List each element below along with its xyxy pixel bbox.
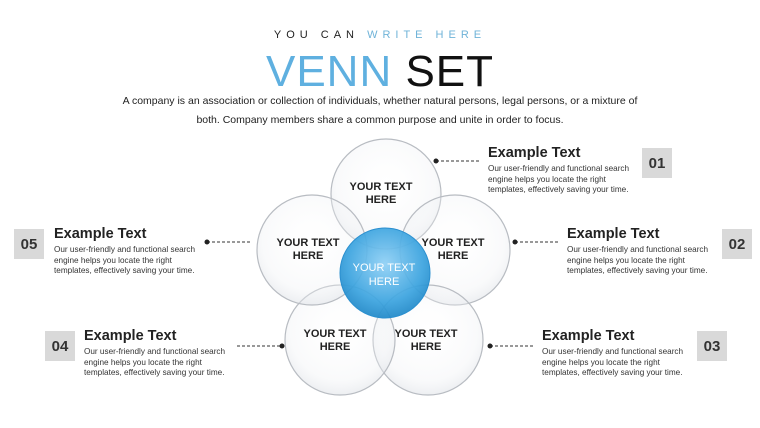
connector-lines [207, 160, 560, 347]
item-04: Example Text Our user-friendly and funct… [84, 328, 234, 379]
item-02-badge: 02 [722, 229, 752, 259]
venn-circle-1-label-line-2: HERE [366, 194, 397, 206]
venn-circle-3-label-line-2: HERE [411, 341, 442, 353]
title-part-2: SET [405, 47, 495, 96]
venn-circle-2-label-line-1: YOUR TEXT [422, 237, 485, 249]
venn-circle-5-label-line-1: YOUR TEXT [277, 237, 340, 249]
venn-circle-3-label-line-1: YOUR TEXT [395, 328, 458, 340]
connector-dot-02 [512, 239, 518, 245]
connector-dot-05 [204, 239, 210, 245]
item-05: Example Text Our user-friendly and funct… [54, 226, 204, 277]
item-01-badge: 01 [642, 148, 672, 178]
venn-center-label-line-2: HERE [369, 276, 400, 288]
item-04-badge: 04 [45, 331, 75, 361]
title-part-1: VENN [265, 47, 406, 96]
connector-dot-01 [433, 158, 439, 164]
connector-dot-04 [279, 343, 285, 349]
item-03-badge: 03 [697, 331, 727, 361]
venn-circle-1-label-line-1: YOUR TEXT [350, 181, 413, 193]
venn-circle-4-label-line-2: HERE [320, 341, 351, 353]
item-03-body: Our user-friendly and functional search … [542, 347, 684, 377]
item-01-body: Our user-friendly and functional search … [488, 164, 630, 194]
item-03: Example Text Our user-friendly and funct… [542, 328, 692, 379]
item-01: Example Text Our user-friendly and funct… [488, 145, 638, 196]
connector-dots [204, 158, 518, 349]
venn-circle-5-label-line-2: HERE [293, 250, 324, 262]
page-title: VENN SET [0, 46, 760, 98]
description: A company is an association or collectio… [122, 95, 638, 126]
item-04-title: Example Text [84, 328, 177, 344]
subtitle: YOU CAN WRITE HERE [0, 29, 760, 41]
venn-center-label-line-1: YOUR TEXT [353, 262, 416, 274]
venn-circle-2-label-line-2: HERE [438, 250, 469, 262]
item-02-title: Example Text [567, 226, 660, 242]
venn-center-circle [339, 227, 431, 319]
connector-dot-03 [487, 343, 493, 349]
item-02-body: Our user-friendly and functional search … [567, 245, 709, 275]
item-03-title: Example Text [542, 328, 635, 344]
item-05-body: Our user-friendly and functional search … [54, 245, 196, 275]
item-05-badge: 05 [14, 229, 44, 259]
item-01-title: Example Text [488, 145, 581, 161]
subtitle-part-1: YOU CAN [273, 29, 368, 41]
subtitle-part-2: WRITE HERE [367, 29, 487, 41]
venn-circle-4-label-line-1: YOUR TEXT [304, 328, 367, 340]
item-04-body: Our user-friendly and functional search … [84, 347, 226, 377]
item-05-title: Example Text [54, 226, 147, 242]
item-02: Example Text Our user-friendly and funct… [567, 226, 717, 277]
